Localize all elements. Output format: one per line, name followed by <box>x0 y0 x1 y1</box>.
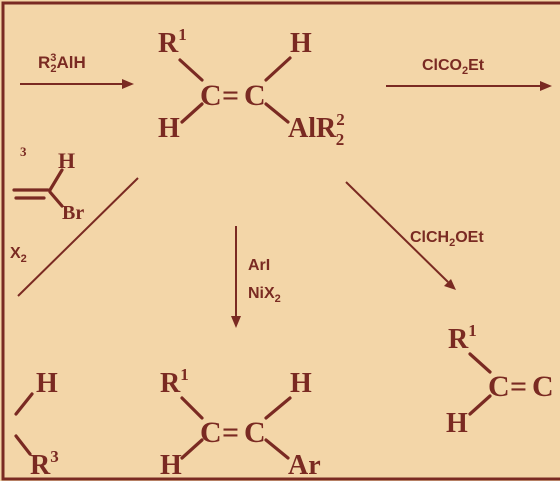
arrow-to-left-product <box>17 177 139 297</box>
chloromethyl-ether-step: ClCH2OEt <box>345 181 484 290</box>
reagent-clco2et: ClCO2Et <box>422 57 485 77</box>
left-product-h: H <box>36 368 58 399</box>
aryl-product-c2: C <box>244 416 266 449</box>
vinylalane-c1: C <box>200 79 222 112</box>
ether-product-c1: C <box>488 370 510 403</box>
vinyl-bromide-bond-h <box>48 168 64 192</box>
aryl-bond-c-ar <box>264 438 290 460</box>
ether-product-h: H <box>446 408 468 439</box>
aryl-bond-r1-c <box>180 396 204 420</box>
aryl-product-ar: Ar <box>288 450 321 481</box>
vinylalane-h-left: H <box>158 113 180 144</box>
vinyl-bromide-bond-br <box>48 190 64 208</box>
reagent-ari: ArI <box>248 257 270 274</box>
aryl-bond-c-h <box>264 396 292 420</box>
ether-product-double-bond: = <box>510 370 527 403</box>
aryl-product-structure: R1 H H C = C Ar <box>160 365 321 481</box>
aryl-iodide-step: ArI NiX2 <box>231 226 281 328</box>
vinylalane-double-bond: = <box>222 79 239 112</box>
bond-c-h <box>264 56 292 82</box>
arrow-head-aryl <box>231 316 241 328</box>
bond-h-c <box>180 102 204 124</box>
arrow-chloromethyl-ether <box>345 181 449 283</box>
reagent-nix2-left: X2 <box>10 245 27 265</box>
vinyl-bromide-br: Br <box>62 202 84 224</box>
arrow-head-hydroalumination <box>122 79 134 89</box>
vinyl-bromide-superscript: 3 <box>20 144 27 159</box>
vinylalane-c2: C <box>244 79 266 112</box>
arrow-head-chloromethyl-ether <box>444 279 456 290</box>
chloroformate-step: ClCO2Et <box>386 57 552 91</box>
left-product-structure: H R3 <box>14 368 59 481</box>
left-product-bond-h <box>14 392 34 416</box>
bond-c-al <box>264 102 290 124</box>
aryl-product-h-top: H <box>290 368 312 399</box>
ether-bond-r1-c <box>468 352 492 374</box>
aryl-product-h-left: H <box>160 450 182 481</box>
left-product-bond-r3 <box>14 434 32 456</box>
vinylalane-h-top: H <box>290 28 312 59</box>
left-product-r3: R3 <box>30 447 59 481</box>
reagent-clch2oet: ClCH2OEt <box>410 229 484 249</box>
vinyl-bromide-structure: 3 H Br <box>12 144 84 224</box>
aryl-product-c1: C <box>200 416 222 449</box>
vinyl-bromide-h: H <box>58 148 75 173</box>
bond-r1-c <box>178 58 204 82</box>
reagent-nix2: NiX2 <box>248 285 281 305</box>
aryl-product-r1: R1 <box>160 365 189 399</box>
ether-product-structure: R1 H C = C <box>446 321 554 439</box>
ether-product-r1: R1 <box>448 321 477 355</box>
ether-bond-h-c <box>468 394 492 416</box>
aryl-product-double-bond: = <box>222 416 239 449</box>
arrow-head-chloroformate <box>540 81 552 91</box>
ether-product-c2: C <box>532 370 554 403</box>
aryl-bond-h-c <box>180 438 204 460</box>
vinylalane-r1: R1 <box>158 25 187 59</box>
